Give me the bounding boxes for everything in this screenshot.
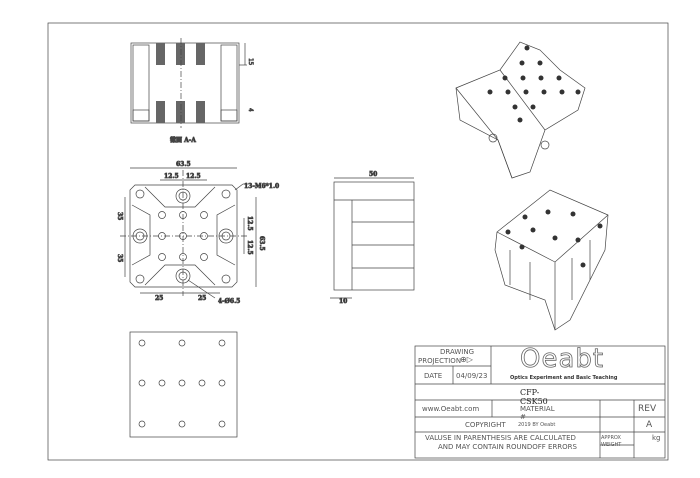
bottom-hole [138,339,146,347]
dim-side-width: 50 [369,171,377,178]
threaded-hole [200,211,208,219]
threaded-hole [158,253,166,261]
weight-label-2: WEIGHT [601,442,622,448]
corner-hole [135,189,145,199]
dim-bottom-2: 25 [198,295,206,302]
dim-top-height: 63.5 [258,236,265,251]
iso-hole [552,235,558,241]
iso-hole [559,89,565,95]
title-block [414,345,666,459]
dim-pitch-y1: 12.5 [246,216,253,231]
note-line-1: VALUSE IN PARENTHESIS ARE CALCULATED [425,434,576,442]
bottom-hole [178,420,186,428]
iso-hole [519,244,525,250]
dim-section-depth: 15 [247,58,254,66]
isometric-view-bottom [494,189,609,331]
bottom-hole [218,379,226,387]
dim-left-1: 35 [116,212,123,220]
bottom-hole [138,379,146,387]
iso-hole [580,262,586,268]
top-view: 63.5 12.5 12.5 13-M6*1.0 63.5 12.5 12.5 … [116,161,280,306]
threaded-hole [200,253,208,261]
bottom-view [129,331,238,438]
threaded-hole [158,211,166,219]
copyright-year: 2019 BY Oeabt [518,422,556,428]
section-label: 截面 A-A [170,136,196,144]
drawing-label: DRAWING [440,348,475,356]
corner-hole [221,274,231,284]
iso-hole [502,75,508,81]
part-number: CFP-CSK50 [520,388,548,406]
website-link[interactable]: www.Oeabt.com [422,405,480,413]
bottom-hole [178,339,186,347]
iso-hole [597,223,603,229]
sheet-border [47,22,669,461]
iso-hole [505,89,511,95]
iso-hole [575,89,581,95]
isometric-view-top [455,41,586,179]
iso-hole [512,104,518,110]
iso-hole [575,237,581,243]
iso-hole [530,104,536,110]
corner-hole [135,274,145,284]
iso-hole [541,89,547,95]
iso-hole [517,117,523,123]
dim-left-2: 35 [116,254,123,262]
dim-top-width: 63.5 [176,161,191,168]
material-label: MATERIAL # [520,405,555,421]
weight-label-1: APPROX [601,435,621,441]
bottom-hole [178,379,186,387]
corner-hole [221,189,231,199]
rev-label: REV [638,404,657,414]
thread-note: 13-M6*1.0 [244,183,279,190]
bottom-hole [218,420,226,428]
side-view: 50 10 [330,171,415,305]
iso-hole [522,214,528,220]
dim-pitch-x1: 12.5 [164,173,179,180]
rev-value: A [646,420,653,430]
iso-hole [537,60,543,66]
copyright-label: COPYRIGHT [465,421,506,429]
dim-section-bottom: 4 [247,108,254,112]
iso-hole [538,75,544,81]
iso-hole [556,75,562,81]
dim-bottom-1: 25 [155,295,163,302]
iso-hole [505,229,511,235]
bottom-hole [158,379,166,387]
company-logo: Oeabt [520,344,605,375]
projection-symbol-icon: ⊕▷ [460,355,473,364]
company-tagline: Optics Experiment and Basic Teaching [510,375,618,381]
projection-label: PROJECTION [418,357,462,365]
date-label: DATE [424,372,443,380]
weight-unit: kg [652,434,661,442]
date-value: 04/09/23 [456,372,488,380]
bottom-hole [138,420,146,428]
note-line-2: AND MAY CONTAIN ROUNDOFF ERRORS [438,443,577,451]
dim-pitch-x2: 12.5 [186,173,201,180]
bottom-hole [198,379,206,387]
section-view: 15 4 截面 A-A [130,38,254,144]
dim-pitch-y2: 12.5 [246,240,253,255]
dim-side-base: 10 [339,298,347,305]
iso-hole [524,45,530,51]
iso-hole [519,60,525,66]
iso-hole [520,75,526,81]
iso-hole [545,209,551,215]
iso-hole [523,89,529,95]
bottom-hole [218,339,226,347]
iso-hole [530,227,536,233]
iso-hole [487,89,493,95]
iso-hole [570,211,576,217]
hole-note: 4-Ø6.5 [218,298,240,305]
